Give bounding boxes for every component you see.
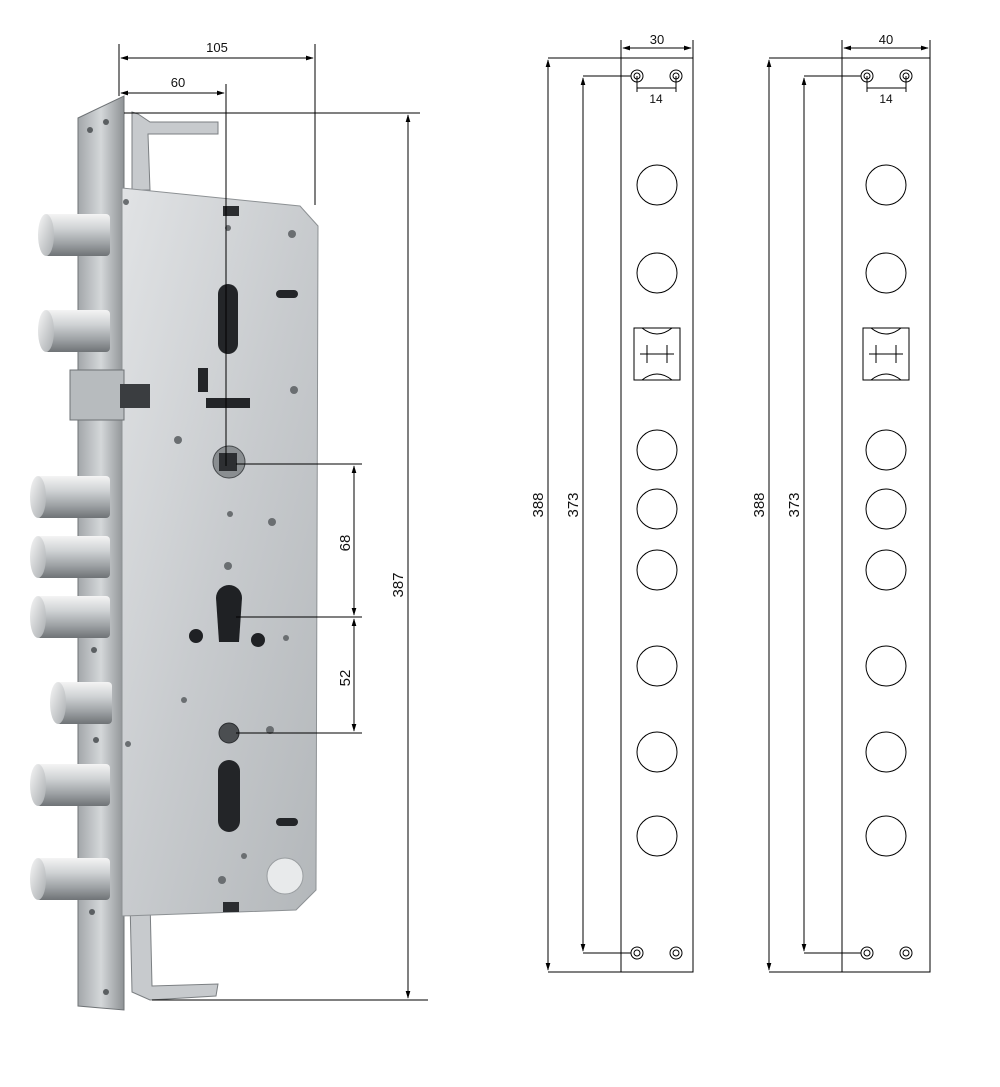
deadbolts <box>30 214 112 900</box>
latch-bolt <box>69 369 150 421</box>
mortise-lock <box>30 95 319 1011</box>
strike-b-width: 40 <box>879 32 893 47</box>
strike-b-height-outer: 388 <box>751 492 768 517</box>
lock-dimensions: 105 60 68 52 387 <box>118 40 428 1001</box>
strike-plate-40: 40 14 <box>751 32 931 973</box>
strike-plate-30-outline <box>620 57 694 973</box>
strike-b-latch-opening <box>862 327 910 381</box>
dimension-68: 68 <box>337 535 354 552</box>
strike-b-height-inner: 373 <box>786 492 803 517</box>
strike-b-bolt-holes <box>865 164 907 857</box>
strike-b-hole-spacing: 14 <box>879 92 893 106</box>
strike-a-height-inner: 373 <box>565 492 582 517</box>
lock-case <box>121 187 319 917</box>
strike-a-hole-spacing: 14 <box>649 92 663 106</box>
strike-plate-40-outline <box>841 57 931 973</box>
dimension-60: 60 <box>171 75 185 90</box>
strike-a-latch-opening <box>633 327 681 381</box>
dimension-105: 105 <box>206 40 228 55</box>
strike-plate-30: 30 14 <box>530 32 694 973</box>
dimension-52: 52 <box>337 670 354 687</box>
strike-a-height-outer: 388 <box>530 492 547 517</box>
top-rod-hook <box>131 111 219 191</box>
strike-a-bolt-holes <box>636 164 678 857</box>
dimension-387: 387 <box>390 572 407 597</box>
strike-a-width: 30 <box>650 32 664 47</box>
lock-case-features <box>123 199 304 912</box>
faceplate-screws <box>87 119 109 995</box>
